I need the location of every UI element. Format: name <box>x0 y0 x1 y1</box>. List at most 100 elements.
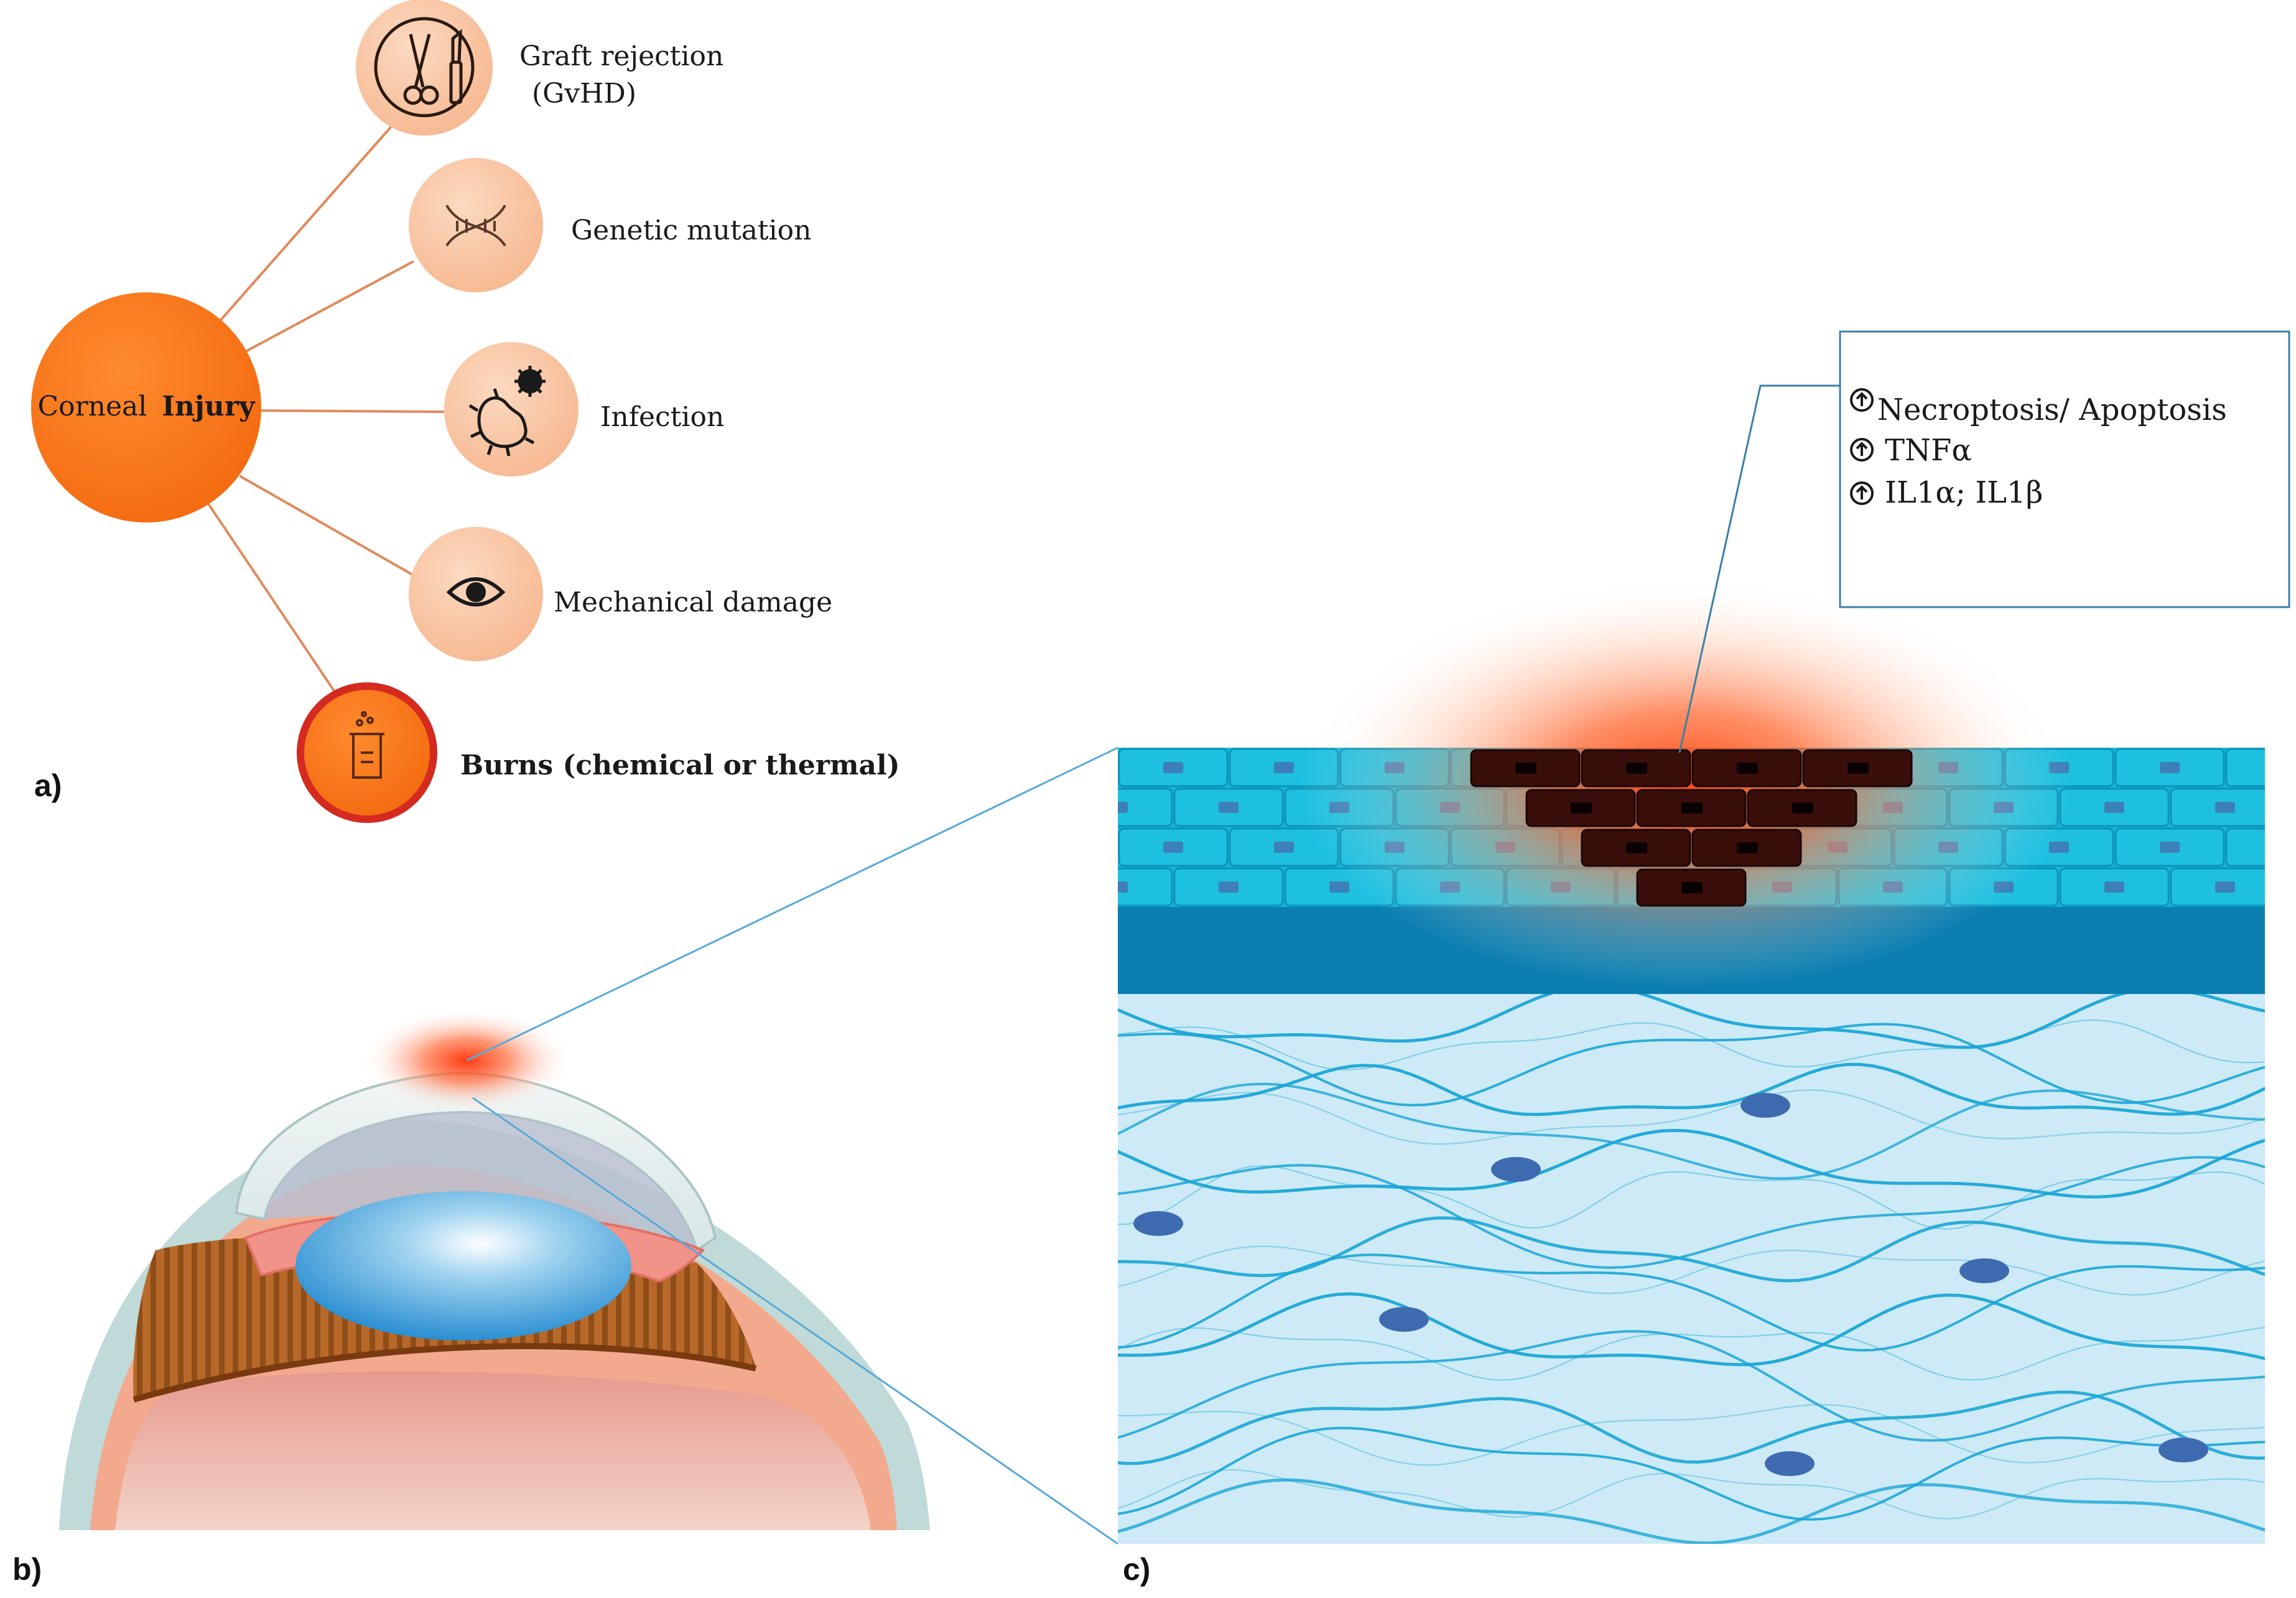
epithelial-cell <box>2225 827 2265 867</box>
necrotic-cells <box>1470 749 1913 907</box>
callout-text-2: TNFα <box>1885 433 1972 468</box>
necrotic-nucleus <box>1681 802 1703 814</box>
necrotic-nucleus <box>1792 802 1813 814</box>
zoom-lines <box>466 746 1118 1545</box>
collagen-fibers <box>1118 994 2265 1544</box>
necrotic-nucleus <box>1515 763 1536 774</box>
panel-a: Corneal Injury Graft rejection (GvHD) <box>31 0 900 823</box>
cell-nucleus <box>1163 762 1183 773</box>
collagen-fiber <box>1118 994 2265 1049</box>
cell-nucleus <box>1274 762 1294 773</box>
collagen-fiber <box>1118 1390 2265 1466</box>
callout-text-1: Necroptosis/ Apoptosis <box>1877 393 2227 427</box>
genetic-label: Genetic mutation <box>571 215 812 246</box>
cause-graft-rejection: Graft rejection (GvHD) <box>356 0 723 136</box>
graft-line2: (GvHD) <box>532 78 636 109</box>
necrotic-nucleus <box>1737 763 1758 774</box>
keratocyte <box>2159 1438 2208 1462</box>
panel-c-label: c) <box>1123 1552 1150 1587</box>
beaker-icon <box>350 711 384 779</box>
epithelial-cell <box>1118 787 1173 827</box>
necrotic-nucleus <box>1571 802 1592 814</box>
keratocytes <box>1133 1093 2208 1476</box>
infection-label: Infection <box>600 401 724 433</box>
cell-nucleus <box>2160 842 2180 853</box>
callout-item-2: TNFα <box>1850 433 1972 468</box>
epithelial-cell <box>2225 748 2265 787</box>
collagen-fiber <box>1118 1216 2265 1283</box>
keratocyte <box>1133 1211 1183 1236</box>
cell-nucleus <box>1118 802 1128 813</box>
cause-mechanical-damage: Mechanical damage <box>409 527 832 661</box>
epithelial-cell <box>1118 867 1173 907</box>
cell-nucleus <box>1163 842 1183 853</box>
center-text-bold: Injury <box>162 391 256 422</box>
burns-label: Burns (chemical or thermal) <box>460 750 900 781</box>
microbe-icon <box>468 366 546 457</box>
collagen-fiber <box>1118 1404 2265 1466</box>
necrotic-nucleus <box>1737 842 1758 853</box>
necrotic-nucleus <box>1626 763 1647 774</box>
panel-b-label: b) <box>12 1552 42 1587</box>
eye-icon <box>446 577 506 606</box>
cell-nucleus <box>2270 842 2290 853</box>
up-arrow-icon <box>1850 438 1874 462</box>
collagen-fiber <box>1118 1128 2265 1199</box>
collagen-fiber <box>1118 1156 2265 1269</box>
collagen-fiber <box>1118 1478 2265 1544</box>
cell-nucleus <box>1274 842 1294 853</box>
inner-eye <box>115 1371 871 1530</box>
collagen-fiber <box>1118 1023 2265 1107</box>
collagen-fiber <box>1118 1019 2265 1071</box>
up-arrow-icon <box>1850 388 1874 412</box>
callout-box <box>1839 330 2290 608</box>
cause-burns: Burns (chemical or thermal) <box>297 682 900 823</box>
collagen-fiber <box>1118 1082 2265 1180</box>
cell-nucleus <box>2270 762 2290 773</box>
collagen-fiber <box>1118 1245 2265 1296</box>
dna-icon <box>445 205 506 247</box>
keratocyte <box>1379 1307 1429 1332</box>
anterior-chamber <box>264 1112 697 1250</box>
cell-nucleus <box>2215 802 2235 813</box>
keratocyte <box>1765 1451 1815 1476</box>
keratocyte <box>1959 1258 2009 1283</box>
panel-a-label: a) <box>34 768 62 803</box>
up-arrow-icon <box>1850 481 1874 505</box>
cell-nucleus <box>2104 881 2124 893</box>
center-text-normal: Corneal <box>37 391 147 422</box>
collagen-fiber <box>1118 1330 2265 1442</box>
collagen-fiber <box>1118 1426 2265 1521</box>
cell-nucleus <box>1219 881 1239 893</box>
scissors-scalpel-icon <box>374 17 475 118</box>
callout-text-3: IL1α; IL1β <box>1885 475 2043 510</box>
callout-item-1: Necroptosis/ Apoptosis <box>1850 388 2227 427</box>
necrotic-nucleus <box>1626 842 1647 853</box>
corneal-injury-node: Corneal Injury <box>31 292 261 523</box>
panel-c: Necroptosis/ Apoptosis TNFα IL1α; IL1β c… <box>1118 330 2290 1587</box>
cause-genetic-mutation: Genetic mutation <box>409 158 812 292</box>
collagen-fiber <box>1118 1327 2265 1381</box>
connector-lines <box>207 123 445 695</box>
collagen-fiber <box>1118 1165 2265 1230</box>
keratocyte <box>1491 1157 1541 1182</box>
cell-nucleus <box>2160 762 2180 773</box>
necrotic-nucleus <box>1847 763 1869 774</box>
cell-nucleus <box>2104 802 2124 813</box>
cell-nucleus <box>1118 881 1128 893</box>
panel-b: b) <box>12 1008 930 1587</box>
cell-nucleus <box>1329 881 1349 893</box>
lens <box>295 1191 631 1340</box>
collagen-fiber <box>1118 1062 2265 1117</box>
callout-leader <box>1678 384 1840 753</box>
cause-infection: Infection <box>444 342 724 476</box>
svg-text:Corneal Injury: Corneal Injury <box>37 391 256 422</box>
graft-line1: Graft rejection <box>519 40 723 72</box>
keratocyte <box>1741 1093 1790 1118</box>
necrotic-nucleus <box>1681 882 1703 893</box>
collagen-fiber <box>1118 1292 2265 1367</box>
collagen-fiber <box>1118 1469 2265 1520</box>
callout-item-3: IL1α; IL1β <box>1850 475 2043 510</box>
cell-nucleus <box>2215 881 2235 893</box>
cell-nucleus <box>1219 802 1239 813</box>
